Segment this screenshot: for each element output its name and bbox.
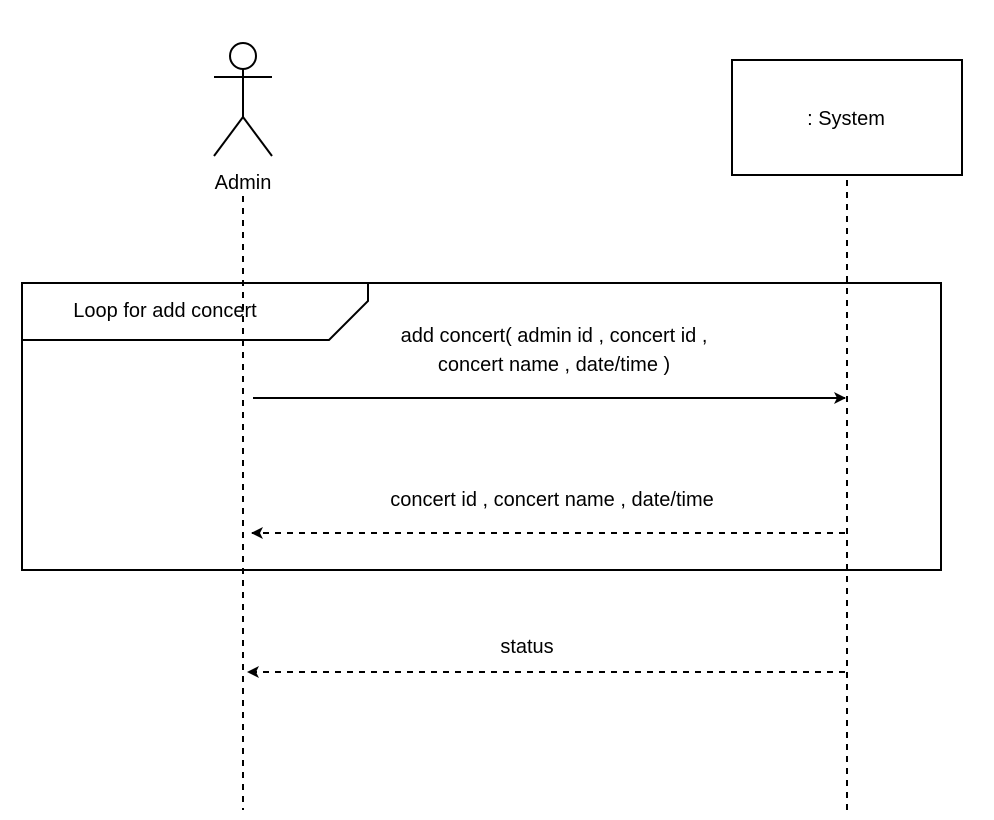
message-return-status-label: status xyxy=(500,636,553,658)
message-return-concert-info[interactable]: concert id , concert name , date/time xyxy=(251,489,845,539)
message-return-status[interactable]: status xyxy=(247,636,845,678)
message-add-concert-label-line-2: concert name , date/time ) xyxy=(438,354,670,376)
loop-fragment[interactable]: Loop for add concert xyxy=(21,282,942,571)
message-return-concert-info-label: concert id , concert name , date/time xyxy=(390,489,714,511)
system-participant[interactable]: : System xyxy=(731,59,963,176)
loop-fragment-frame xyxy=(21,282,942,571)
system-participant-label: : System xyxy=(807,108,885,130)
loop-fragment-label: Loop for add concert xyxy=(73,300,257,322)
message-add-concert-label-line-1: add concert( admin id , concert id , xyxy=(401,325,708,347)
message-add-concert[interactable]: add concert( admin id , concert id , con… xyxy=(253,325,846,404)
admin-actor[interactable]: Admin xyxy=(213,42,273,194)
admin-actor-label: Admin xyxy=(215,172,272,194)
loop-fragment-pentagon xyxy=(22,283,369,341)
system-participant-box xyxy=(731,59,963,176)
admin-stick-figure-icon xyxy=(213,42,273,157)
